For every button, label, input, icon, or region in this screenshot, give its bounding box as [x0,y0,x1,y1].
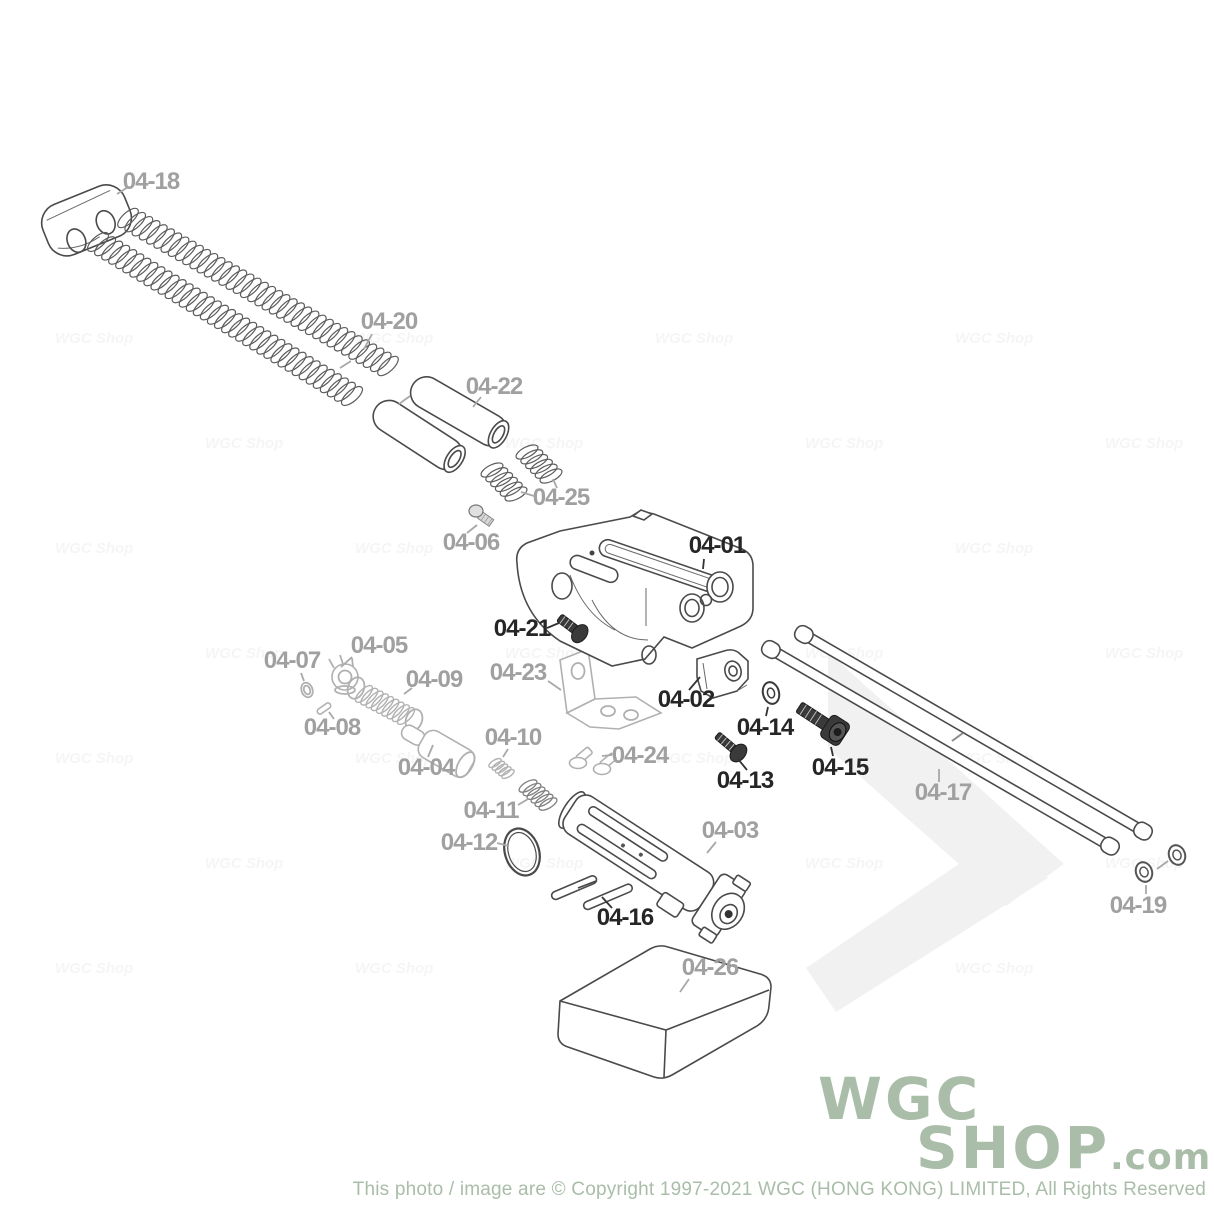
part-label-04-07: 04-07 [263,647,321,674]
part-label-04-11: 04-11 [463,797,519,824]
part-label-04-02: 04-02 [657,686,715,713]
part-label-04-23: 04-23 [489,659,547,686]
part-label-04-03: 04-03 [701,817,759,844]
part-04-24-drawing [568,746,617,776]
part-04-19-drawing [1134,844,1187,883]
part-label-04-25: 04-25 [532,484,590,511]
part-04-05-drawing [328,654,359,695]
copyright-text: This photo / image are © Copyright 1997-… [352,1179,1206,1200]
part-04-22-drawing [372,376,510,474]
wgc-logo-line1: WGC [818,1065,982,1133]
part-04-13-drawing [714,732,748,763]
part-04-06-drawing [468,504,495,528]
part-04-02-drawing [696,649,749,699]
part-04-20-spring-a [117,207,399,377]
part-04-04-drawing [400,724,476,779]
part-label-04-22: 04-22 [465,373,523,400]
part-label-04-06: 04-06 [442,529,500,556]
part-04-25-spring-a [515,444,563,484]
part-04-11-drawing [518,779,558,811]
wgc-logo-line2: SHOP [916,1114,1111,1182]
part-04-23-drawing [559,647,663,730]
part-label-04-24: 04-24 [611,742,669,769]
part-04-17-drawing [760,624,1154,856]
part-04-09-coil [354,684,416,726]
part-label-04-17: 04-17 [914,779,972,806]
part-label-04-12: 04-12 [440,829,498,856]
part-04-15-drawing [795,702,850,746]
part-04-16-drawing [550,875,633,911]
part-04-26-drawing [557,945,772,1079]
part-label-04-26: 04-26 [681,954,739,981]
part-label-04-20: 04-20 [360,308,418,335]
part-label-04-16: 04-16 [596,904,654,931]
part-label-04-13: 04-13 [716,767,774,794]
part-label-04-08: 04-08 [303,714,361,741]
wgc-logo-suffix: .com [1110,1137,1212,1178]
part-label-04-05: 04-05 [350,632,408,659]
part-04-03-drawing [558,791,752,944]
part-04-12-drawing [503,827,541,877]
part-label-04-18: 04-18 [122,168,180,195]
part-04-25-spring-b [480,462,528,502]
part-04-14-drawing [761,681,781,705]
part-label-04-01: 04-01 [688,532,746,559]
part-label-04-19: 04-19 [1109,892,1167,919]
part-04-10-drawing [488,757,515,780]
leader-lines [116,186,1169,993]
part-04-21-drawing [556,614,589,644]
part-label-04-09: 04-09 [405,666,463,693]
part-label-04-21: 04-21 [493,615,551,642]
part-04-07-drawing [300,681,314,699]
part-label-04-10: 04-10 [484,724,542,751]
part-label-04-04: 04-04 [397,754,455,781]
part-label-04-14: 04-14 [736,714,794,741]
part-label-04-15: 04-15 [811,754,869,781]
part-04-20-spring-b [86,231,364,407]
part-04-08-drawing [316,702,332,715]
